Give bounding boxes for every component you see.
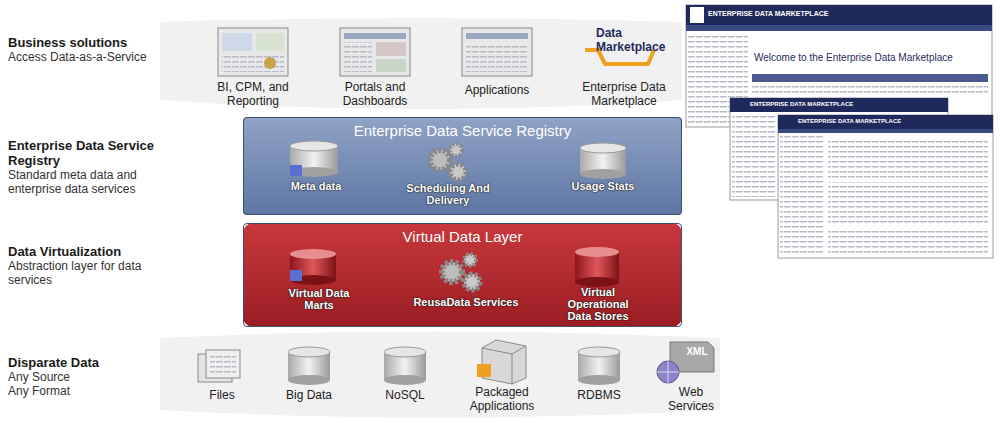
layer-note: Abstraction layer for data services (8, 259, 148, 287)
source-icons (198, 340, 714, 385)
virtual-icons (290, 247, 619, 290)
screen-header: ENTERPRISE DATA MARKETPLACE (798, 118, 988, 125)
virtual-item: Virtual Operational Data Stores (558, 286, 638, 322)
screen-welcome: Welcome to the Enterprise Data Marketpla… (754, 52, 984, 64)
xml-tag: XML (682, 346, 712, 358)
layer-title: Enterprise Data Service Registry (8, 138, 188, 168)
screen-header: ENTERPRISE DATA MARKETPLACE (750, 101, 940, 108)
virtual-item: ReusaData Services (401, 296, 531, 308)
source-caption: Packaged Applications (457, 385, 547, 413)
registry-icons (290, 141, 626, 180)
source-caption: Web Services (656, 385, 726, 413)
layer-note: Standard meta data and enterprise data s… (8, 168, 183, 196)
screen-header: ENTERPRISE DATA MARKETPLACE (708, 10, 908, 18)
layer-title: Disparate Data (8, 355, 178, 370)
ground-top (160, 18, 682, 109)
screenshots (686, 5, 993, 258)
source-caption: Big Data (269, 388, 349, 402)
layer-title: Business solutions (8, 35, 178, 50)
solution-caption: Portals and Dashboards (325, 80, 425, 108)
source-caption: NoSQL (365, 388, 445, 402)
solution-caption: Applications (447, 83, 547, 97)
band-title: Virtual Data Layer (244, 224, 681, 246)
layer-note: Any Source Any Format (8, 370, 88, 398)
item-label: Usage Stats (548, 180, 658, 192)
registry-band-fill (243, 117, 682, 215)
registry-band: Enterprise Data Service RegistryMeta dat… (243, 117, 682, 215)
item-label: Virtual Operational Data Stores (558, 286, 638, 322)
item-label: Virtual Data Marts (274, 287, 364, 311)
ground-bottom (160, 332, 720, 418)
registry-item: Usage Stats (548, 180, 658, 192)
source-caption: Files (182, 388, 262, 402)
logo-text: Data Marketplace (596, 26, 680, 54)
band-title: Enterprise Data Service Registry (244, 118, 681, 140)
layer-note: Access Data-as-a-Service (8, 50, 148, 64)
item-label: Meta data (261, 180, 371, 192)
layer-title: Data Virtualization (8, 244, 178, 259)
virtual-band-fill (243, 223, 682, 327)
virtual-item: Virtual Data Marts (274, 287, 364, 311)
item-label: Scheduling And Delivery (393, 182, 503, 206)
solution-caption: Enterprise Data Marketplace (566, 80, 682, 108)
registry-item: Meta data (261, 180, 371, 192)
virtual-band: Virtual Data LayerVirtual Data Marts Reus… (243, 223, 682, 327)
source-caption: RDBMS (559, 388, 639, 402)
item-label: ReusaData Services (401, 296, 531, 308)
solution-caption: BI, CPM, and Reporting (203, 80, 303, 108)
report-icons (218, 28, 654, 76)
registry-item: Scheduling And Delivery (393, 182, 503, 206)
